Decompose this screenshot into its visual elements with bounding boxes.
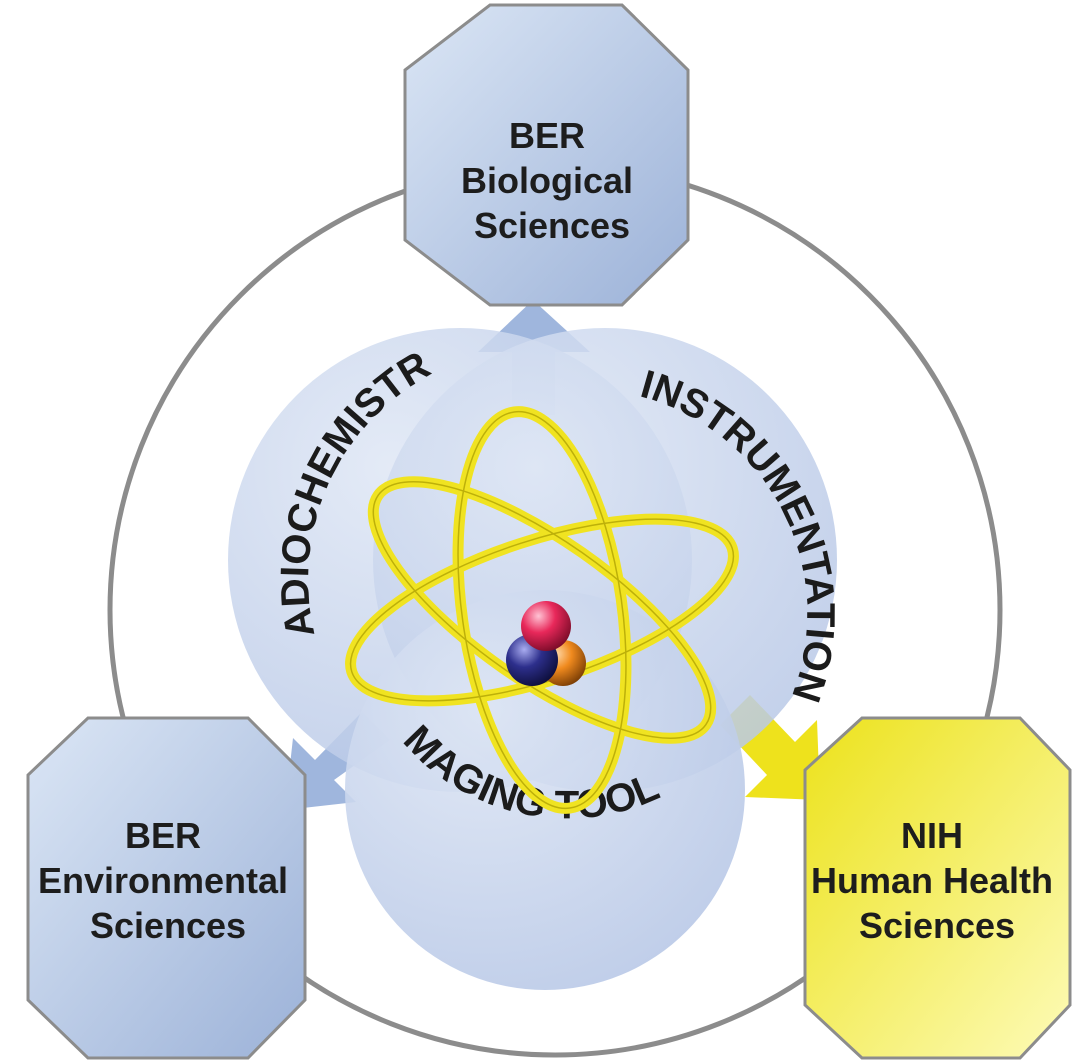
node-nih-line-1: NIH <box>901 815 963 856</box>
node-ber-environmental-sciences: BER Environmental Sciences <box>26 716 307 1060</box>
node-nih-line-3: Sciences <box>859 905 1015 946</box>
venn-circle-imaging-tools <box>345 590 745 990</box>
atom-icon <box>345 406 739 814</box>
svg-text:BER Biological Sci: BER Biological Sciences <box>461 115 643 246</box>
node-nih-line-2: Human Health <box>811 860 1053 901</box>
node-ber-biological-line-3: Sciences <box>474 205 630 246</box>
node-ber-environmental-line-3: Sciences <box>90 905 246 946</box>
node-ber-environmental-line-2: Environmental <box>38 860 288 901</box>
nucleus-red <box>521 601 571 651</box>
node-ber-biological-line-2: Biological <box>461 160 633 201</box>
node-ber-biological-sciences: BER Biological Sciences <box>403 3 690 307</box>
node-nih-human-health-sciences: NIH Human Health Sciences <box>803 716 1072 1060</box>
node-ber-environmental-line-1: BER <box>125 815 201 856</box>
svg-text:BER Environmental: BER Environmental Sciences <box>38 815 298 946</box>
svg-text:NIH Human Health S: NIH Human Health Sciences <box>811 815 1063 946</box>
node-ber-biological-line-1: BER <box>509 115 585 156</box>
